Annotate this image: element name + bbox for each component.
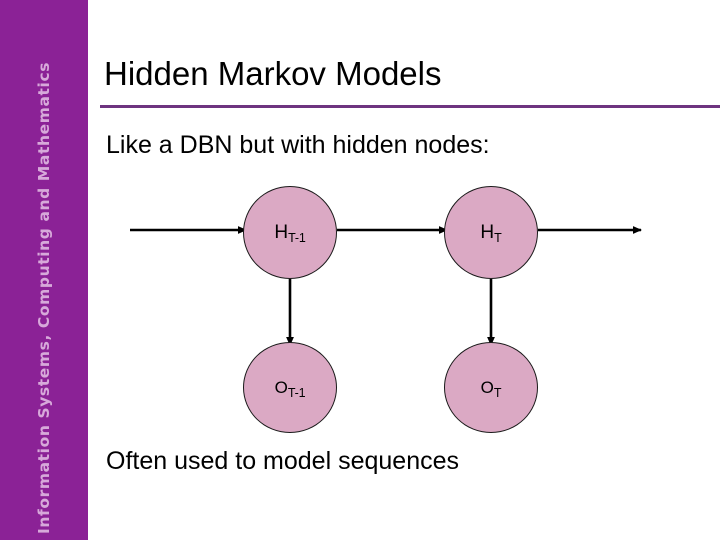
node-o-cur: OT — [444, 342, 538, 433]
sidebar-department-label: Information Systems, Computing and Mathe… — [35, 61, 53, 534]
caption-text: Often used to model sequences — [106, 447, 460, 475]
node-h-cur: HT — [444, 186, 538, 279]
title-divider — [100, 105, 720, 108]
lead-text: Like a DBN but with hidden nodes: — [106, 131, 490, 159]
node-o-cur-symbol: O — [480, 377, 494, 397]
node-o-prev: OT-1 — [243, 342, 337, 433]
sidebar: Information Systems, Computing and Mathe… — [0, 0, 88, 540]
node-h-prev-subscript: T-1 — [288, 230, 306, 245]
node-o-cur-subscript: T — [493, 385, 502, 400]
page-title: Hidden Markov Models — [104, 55, 442, 92]
node-o-prev-symbol: O — [274, 377, 288, 397]
node-o-prev-subscript: T-1 — [287, 385, 306, 400]
node-h-prev: HT-1 — [243, 186, 337, 279]
node-h-prev-symbol: H — [274, 221, 289, 243]
node-h-cur-subscript: T — [494, 230, 502, 245]
node-h-cur-symbol: H — [480, 221, 495, 243]
